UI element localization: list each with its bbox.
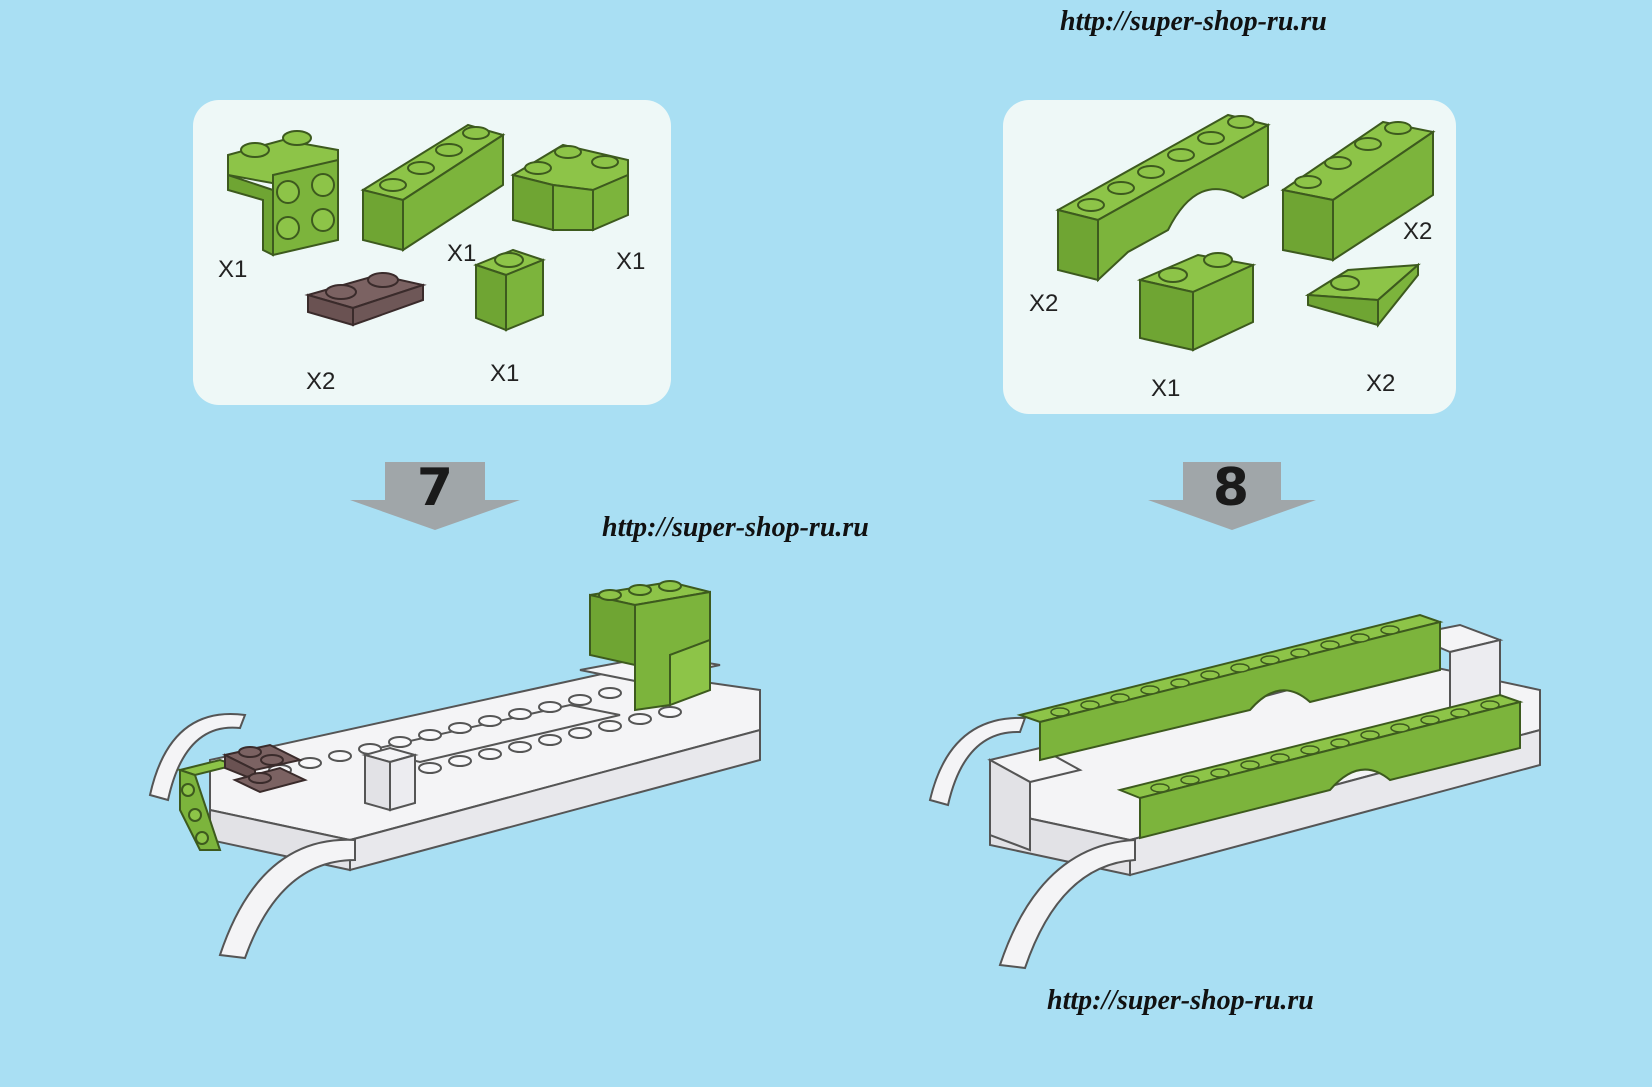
step8-assembly-illustration xyxy=(928,613,1541,970)
qty-label: X1 xyxy=(490,360,520,387)
watermark-bottom: http://super-shop-ru.ru xyxy=(1047,985,1314,1016)
step7-parts-illustration xyxy=(227,123,629,332)
green-corner-brick-part xyxy=(510,143,629,232)
step8-number: 8 xyxy=(1212,458,1250,518)
green-1x6-arch-part xyxy=(1055,113,1271,283)
step7-assembly-illustration xyxy=(148,580,761,960)
green-1x2-brick-part xyxy=(1136,252,1257,352)
qty-label: X2 xyxy=(1366,370,1396,397)
step7-arrow-icon xyxy=(350,462,520,530)
brown-1x2-plate-part xyxy=(304,272,427,327)
step8-arrow-icon xyxy=(1148,462,1316,530)
qty-label: X2 xyxy=(306,368,336,395)
green-slope-part xyxy=(1304,262,1421,328)
qty-label: X1 xyxy=(218,256,248,283)
watermark-top: http://super-shop-ru.ru xyxy=(1060,6,1327,37)
step7-parts-panel: X1 X1 X1 X2 X1 xyxy=(193,100,671,405)
qty-label: X1 xyxy=(447,240,477,267)
green-1x4-brick-part xyxy=(1280,120,1436,262)
step8-parts-illustration xyxy=(1055,113,1436,352)
qty-label: X1 xyxy=(1151,375,1181,402)
watermark-middle: http://super-shop-ru.ru xyxy=(602,512,869,543)
step7-number: 7 xyxy=(416,458,454,518)
qty-label: X2 xyxy=(1403,218,1433,245)
green-1x1-brick-part xyxy=(473,248,546,332)
qty-label: X1 xyxy=(616,248,646,275)
green-bracket-part xyxy=(227,130,339,257)
qty-label: X2 xyxy=(1029,290,1059,317)
green-1x4-brick-part xyxy=(360,123,506,252)
step8-parts-panel: X2 X2 X1 X2 xyxy=(1003,100,1456,414)
